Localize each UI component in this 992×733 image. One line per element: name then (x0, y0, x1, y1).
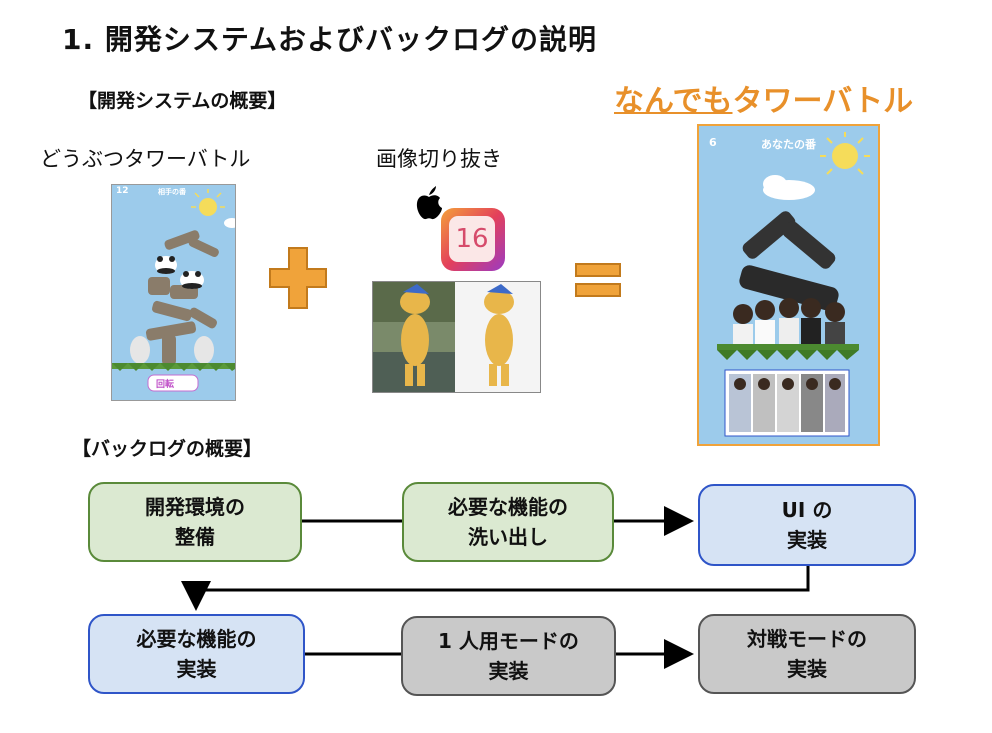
result-title-rest: タワーバトル (732, 84, 914, 119)
page-title: 1. 開発システムおよびバックログの説明 (62, 23, 598, 56)
animal-tower-screenshot: 12 相手の番 回転 (111, 184, 236, 401)
left-button-text: 回転 (156, 380, 175, 390)
ios16-icon: 16 (441, 208, 505, 271)
human-tower-illustration (717, 132, 870, 437)
result-title: なんでもタワーバトル (614, 76, 913, 120)
right-turn-number: 6 (709, 136, 717, 149)
right-turn-text: あなたの番 (761, 138, 816, 151)
mascot-cutout-illustration (373, 282, 540, 392)
backlog-heading: 【バックログの概要】 (72, 438, 263, 460)
result-title-underlined: なんでも (614, 84, 733, 119)
cutout-photo (372, 281, 541, 393)
apple-logo-icon (416, 186, 442, 220)
backlog-step-single-player-mode: 1 人用モードの 実装 (401, 616, 616, 696)
animal-tower-illustration (112, 189, 235, 392)
backlog-step-setup-environment: 開発環境の 整備 (88, 482, 302, 562)
left-turn-text: 相手の番 (158, 188, 186, 196)
backlog-step-identify-features: 必要な機能の 洗い出し (402, 482, 614, 562)
left-turn-number: 12 (116, 186, 129, 196)
backlog-step-implement-features: 必要な機能の 実装 (88, 614, 305, 694)
plus-icon (269, 247, 327, 309)
backlog-step-battle-mode: 対戦モードの 実装 (698, 614, 916, 694)
equals-icon (575, 263, 621, 297)
overview-heading: 【開発システムの概要】 (78, 90, 287, 112)
backlog-step-implement-ui: UI の 実装 (698, 484, 916, 566)
human-tower-screenshot: 6 あなたの番 (697, 124, 880, 446)
left-caption: どうぶつタワーバトル (40, 147, 251, 171)
middle-caption: 画像切り抜き (376, 147, 502, 171)
ios-version-label: 16 (449, 216, 495, 262)
